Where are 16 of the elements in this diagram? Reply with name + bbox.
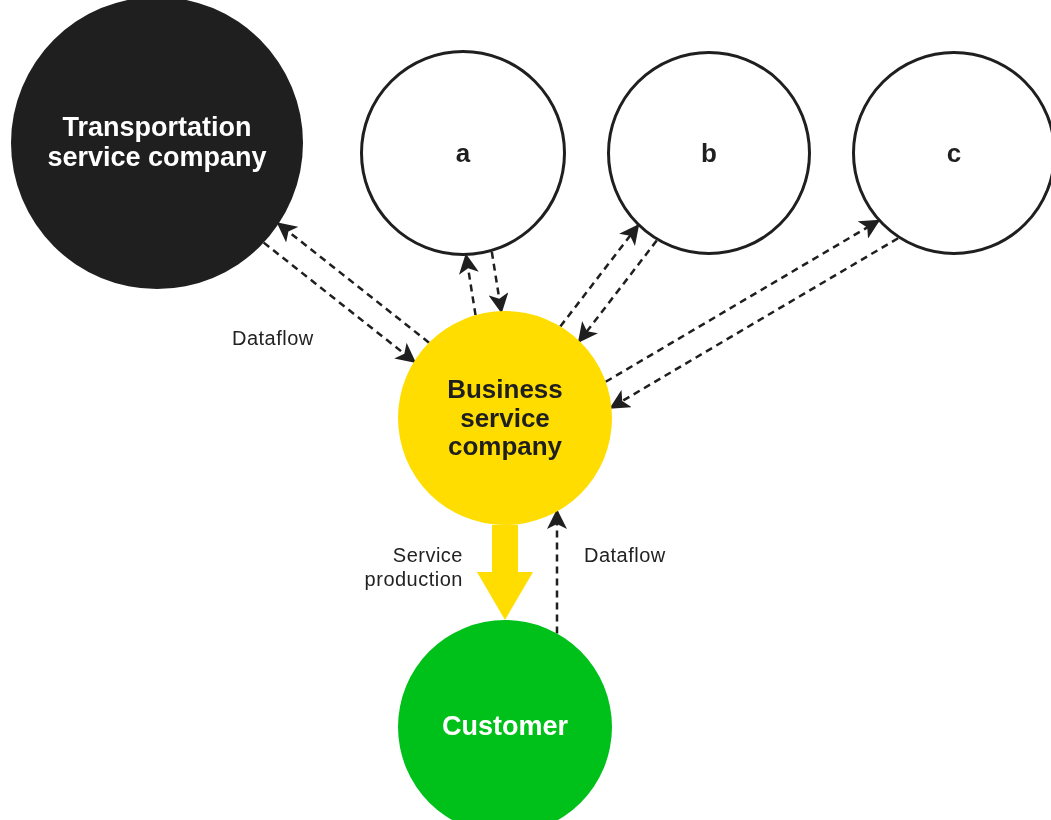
dashed-arrow	[459, 253, 479, 316]
node-label: b	[701, 138, 717, 168]
node-label: Customer	[442, 712, 568, 742]
dashed-arrow	[547, 509, 567, 634]
dashed-arrow	[609, 237, 899, 409]
dashed-arrow	[262, 241, 417, 364]
node-label: c	[946, 138, 962, 168]
dashed-arrow	[577, 239, 658, 344]
dashed-arrow	[559, 223, 640, 328]
dashed-arrow	[488, 251, 509, 314]
block-arrow	[477, 525, 533, 620]
dashed-arrow	[605, 219, 881, 383]
dashed-arrow	[276, 222, 430, 344]
node-label: a	[455, 138, 471, 168]
node-label: Business service company	[446, 375, 564, 461]
node-label: Transportation service company	[46, 113, 268, 173]
